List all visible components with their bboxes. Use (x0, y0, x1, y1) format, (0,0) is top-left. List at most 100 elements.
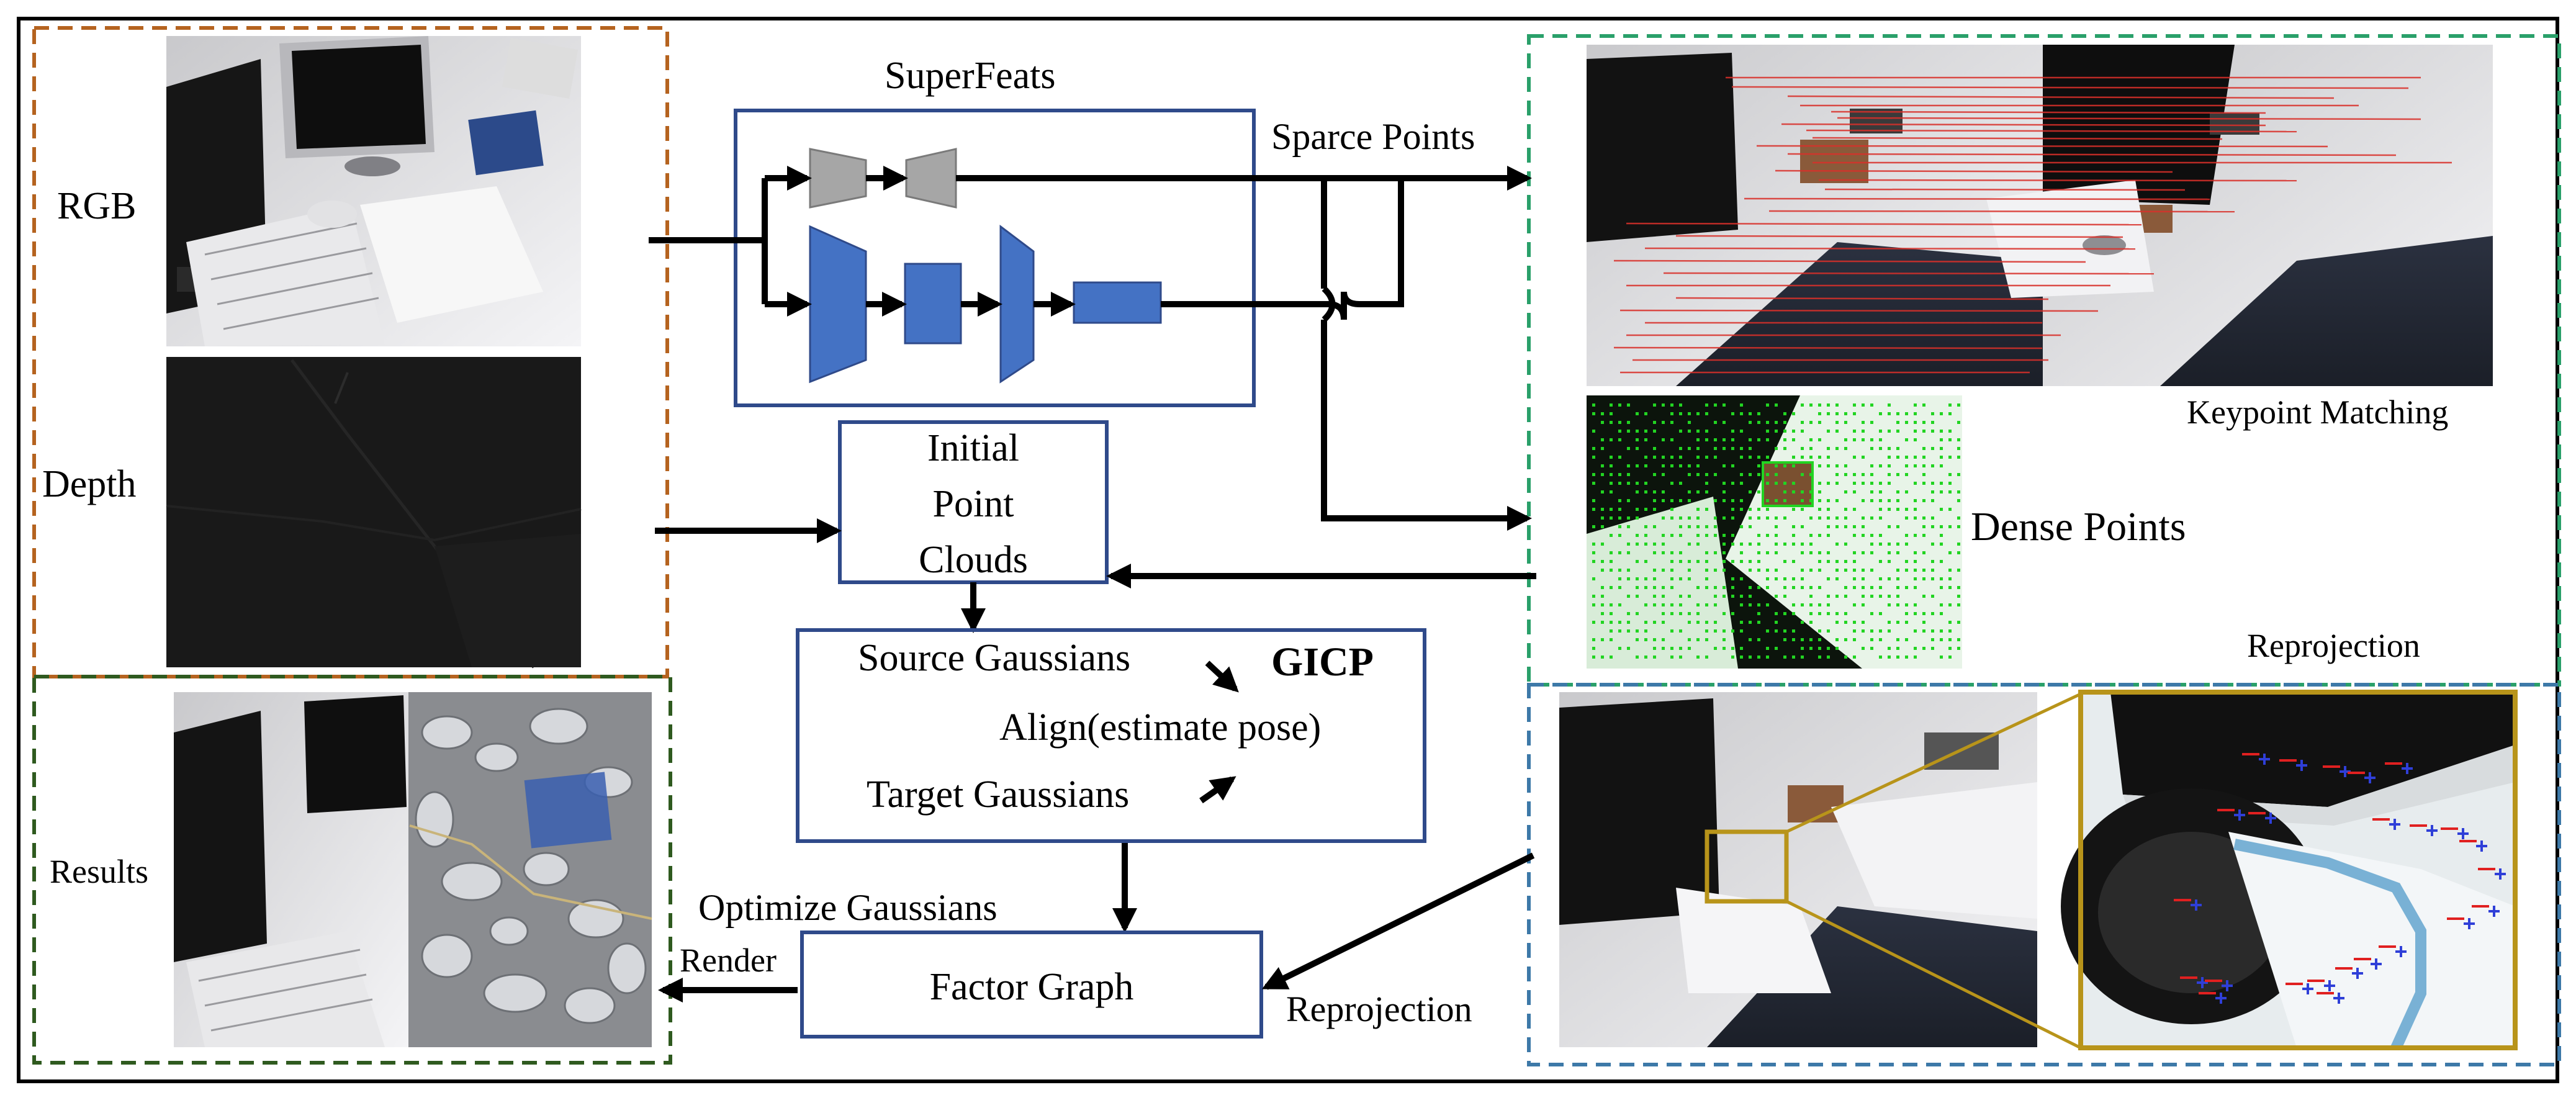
dense-point (1723, 543, 1726, 546)
dense-point (1749, 543, 1752, 546)
dense-point (1801, 647, 1804, 650)
dense-point (1714, 456, 1717, 459)
dense-point (1957, 499, 1960, 502)
dense-point (1957, 438, 1960, 441)
dense-point (1601, 612, 1604, 615)
dense-point (1705, 430, 1708, 433)
dense-point (1644, 456, 1647, 459)
superfeats-label: SuperFeats (885, 55, 1056, 97)
dense-point (1862, 569, 1865, 572)
dense-point (1870, 647, 1873, 650)
dense-point (1775, 447, 1778, 450)
dense-point (1688, 421, 1691, 424)
dense-point (1740, 508, 1743, 511)
dense-point (1827, 595, 1830, 598)
dense-point (1827, 430, 1830, 433)
dense-point (1610, 482, 1613, 485)
dense-point (1679, 595, 1682, 598)
dense-point (1653, 490, 1656, 493)
dense-point (1879, 612, 1882, 615)
dense-point (1679, 647, 1682, 650)
dense-point (1888, 456, 1891, 459)
dense-point (1931, 638, 1934, 641)
dense-point (1592, 656, 1595, 659)
dense-point (1679, 577, 1682, 580)
dense-point (1731, 447, 1734, 450)
dense-point (1653, 569, 1656, 572)
dense-point (1757, 534, 1760, 537)
dense-point (1601, 638, 1604, 641)
reprojection-bottom-label: Reprojection (1286, 989, 1472, 1029)
dense-point (1896, 543, 1899, 546)
dense-point (1835, 403, 1839, 407)
dense-point (1731, 412, 1734, 415)
dense-point (1696, 656, 1700, 659)
dense-point (1627, 551, 1630, 554)
dense-point (1888, 430, 1891, 433)
dense-point (1618, 456, 1621, 459)
dense-point (1809, 473, 1813, 476)
dense-point (1688, 638, 1691, 641)
dense-point (1627, 543, 1630, 546)
feature-block (904, 263, 962, 345)
dense-point (1592, 603, 1595, 606)
dense-point (1827, 612, 1830, 615)
dense-point (1905, 638, 1908, 641)
dense-point (1835, 621, 1839, 624)
dense-point (1601, 525, 1604, 528)
dense-point (1627, 447, 1630, 450)
observed-point-marker (2402, 763, 2413, 774)
keypoint-matching-image (1587, 45, 2493, 386)
dense-point (1827, 508, 1830, 511)
dense-point (1853, 577, 1856, 580)
dense-point (1827, 629, 1830, 633)
dense-point (1801, 456, 1804, 459)
dense-point (1627, 421, 1630, 424)
dense-point (1714, 647, 1717, 650)
dense-point (1809, 621, 1813, 624)
dense-point (1775, 473, 1778, 476)
dense-point (1948, 577, 1952, 580)
dense-point (1931, 482, 1934, 485)
dense-point (1775, 482, 1778, 485)
dense-point (1714, 603, 1717, 606)
dense-point (1792, 412, 1795, 415)
dense-point (1792, 612, 1795, 615)
dense-point (1705, 456, 1708, 459)
dense-point (1601, 464, 1604, 467)
dense-point (1853, 569, 1856, 572)
dense-point (1610, 612, 1613, 615)
dense-point (1879, 638, 1882, 641)
dense-point (1879, 543, 1882, 546)
dense-point (1940, 577, 1943, 580)
dense-point (1723, 551, 1726, 554)
dense-point (1679, 403, 1682, 407)
dense-point (1688, 647, 1691, 650)
dense-point (1896, 586, 1899, 589)
dense-point (1644, 629, 1647, 633)
dense-point (1705, 438, 1708, 441)
dense-point (1914, 438, 1917, 441)
dense-point (1740, 629, 1743, 633)
dense-point (1705, 403, 1708, 407)
dense-point (1957, 543, 1960, 546)
initial-point-clouds-line1: Initial (927, 427, 1019, 469)
dense-point (1688, 543, 1691, 546)
dense-point (1827, 499, 1830, 502)
dense-point (1862, 551, 1865, 554)
dense-point (1731, 560, 1734, 563)
dense-point (1940, 456, 1943, 459)
dense-point (1636, 464, 1639, 467)
dense-point (1835, 612, 1839, 615)
dense-point (1740, 647, 1743, 650)
dense-point (1688, 430, 1691, 433)
dense-point (1783, 543, 1786, 546)
dense-point (1705, 473, 1708, 476)
dense-point (1618, 647, 1621, 650)
dense-point (1879, 577, 1882, 580)
dense-point (1714, 621, 1717, 624)
dense-point (1879, 656, 1882, 659)
dense-point (1636, 560, 1639, 563)
dense-point (1757, 473, 1760, 476)
